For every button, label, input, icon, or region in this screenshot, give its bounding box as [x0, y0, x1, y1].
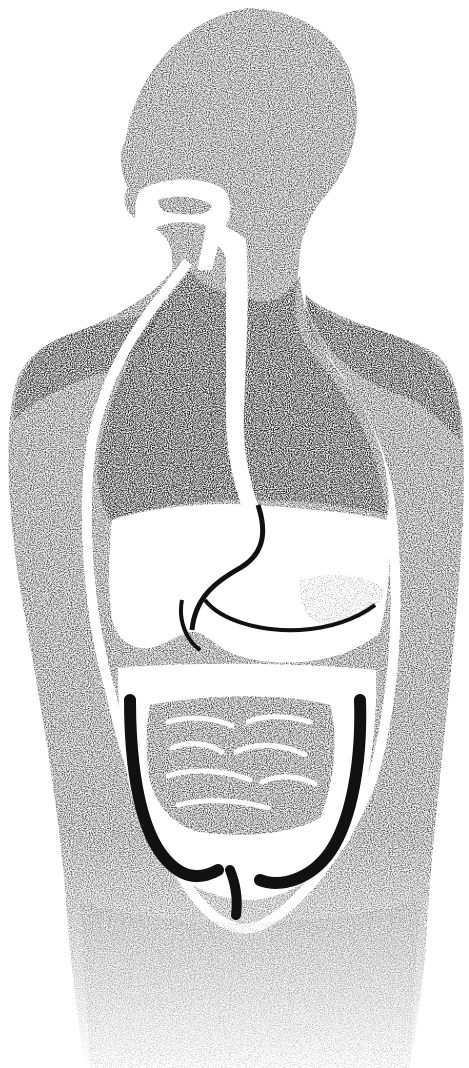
stomach: [109, 504, 390, 663]
lower-body-fade: [80, 900, 420, 1068]
